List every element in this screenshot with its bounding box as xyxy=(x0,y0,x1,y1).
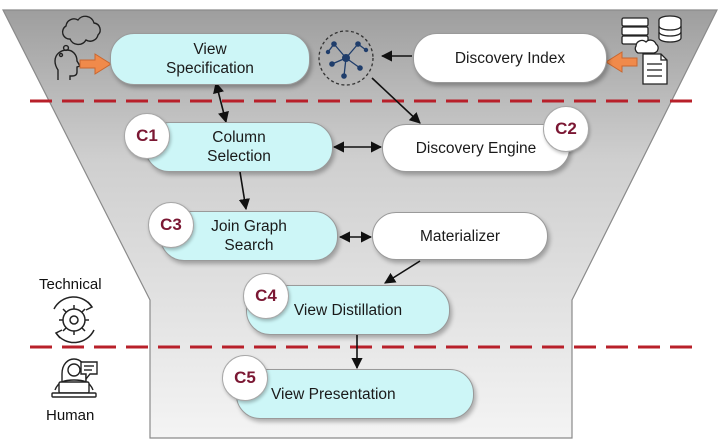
edge-materializer-distillation xyxy=(384,260,421,284)
node-view-specification-label: View Specification xyxy=(166,41,254,77)
input-arrow-right xyxy=(605,51,638,73)
node-materializer: Materializer xyxy=(372,212,548,260)
node-view-specification: View Specification xyxy=(110,33,310,85)
label-human: Human xyxy=(46,407,95,424)
node-discovery-engine: Discovery Engine xyxy=(382,124,570,172)
badge-c4: C4 xyxy=(243,273,289,319)
network-graph-icon xyxy=(318,30,374,86)
node-join-graph-search-label: Join Graph Search xyxy=(211,218,287,254)
gear-cycle-icon xyxy=(53,296,95,344)
input-arrow-left xyxy=(79,53,112,75)
label-technical: Technical xyxy=(39,276,102,293)
badge-c2: C2 xyxy=(543,106,589,152)
thinking-person-icon xyxy=(54,15,101,80)
badge-c3: C3 xyxy=(148,202,194,248)
edge-graph-engine xyxy=(371,77,421,124)
node-column-selection-label: Column Selection xyxy=(207,129,271,165)
person-laptop-icon xyxy=(51,358,98,398)
badge-c1: C1 xyxy=(124,113,170,159)
badge-c5: C5 xyxy=(222,355,268,401)
node-view-presentation-label: View Presentation xyxy=(271,385,396,403)
funnel-background xyxy=(2,9,718,439)
node-discovery-engine-label: Discovery Engine xyxy=(415,139,537,157)
node-discovery-index: Discovery Index xyxy=(413,33,607,83)
node-materializer-label: Materializer xyxy=(419,227,501,245)
edge-spec-column xyxy=(213,81,229,124)
node-view-presentation: View Presentation xyxy=(236,369,474,419)
edge-column-join xyxy=(238,171,250,211)
node-view-distillation-label: View Distillation xyxy=(293,301,403,319)
node-column-selection: Column Selection xyxy=(145,122,333,172)
data-sources-icon xyxy=(621,15,682,85)
node-discovery-index-label: Discovery Index xyxy=(454,49,566,67)
